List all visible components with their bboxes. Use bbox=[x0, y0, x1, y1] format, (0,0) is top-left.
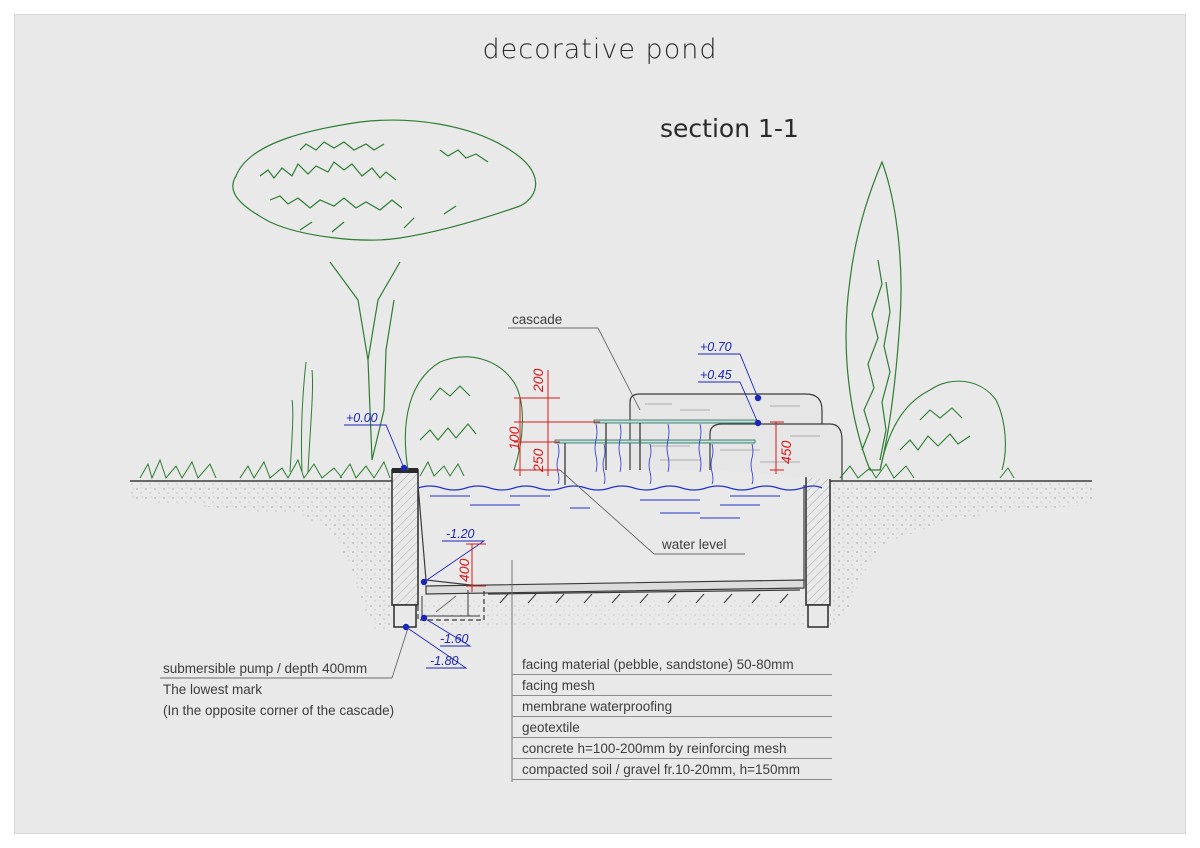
dimension-label: 400 bbox=[456, 558, 472, 582]
left-wall-footing bbox=[393, 604, 417, 628]
level-mark: -1.60 bbox=[440, 632, 469, 646]
cascade-shelf-bottom bbox=[554, 439, 756, 444]
right-wall bbox=[805, 469, 831, 606]
level-mark: +0.45 bbox=[700, 368, 732, 382]
shrub-right bbox=[879, 380, 1006, 471]
level-mark: -1.80 bbox=[430, 654, 459, 668]
dimension-lines bbox=[466, 370, 784, 592]
cypress-tree bbox=[845, 160, 902, 471]
cascade-label: cascade bbox=[512, 312, 563, 327]
dimension-label: 250 bbox=[530, 448, 546, 472]
level-mark: +0.70 bbox=[700, 340, 732, 354]
bottom-hatching bbox=[487, 589, 801, 604]
cascade-shelf-supports bbox=[564, 423, 641, 485]
dimension-label: 100 bbox=[506, 426, 522, 450]
level-mark-dots bbox=[400, 394, 762, 631]
soil-fill bbox=[130, 482, 392, 630]
right-wall-footing bbox=[807, 604, 829, 628]
drawing-frame bbox=[14, 14, 1186, 834]
pump-label: submersible pump / depth 400mm bbox=[163, 661, 368, 676]
left-wall bbox=[391, 469, 419, 606]
water-dashes bbox=[430, 495, 780, 519]
leader-lines bbox=[160, 327, 745, 782]
pond-lining bbox=[417, 484, 805, 588]
shrub-left bbox=[404, 356, 523, 471]
cascade-shelf-top bbox=[593, 419, 757, 424]
reeds bbox=[139, 361, 1015, 480]
level-mark: +0.00 bbox=[346, 411, 378, 425]
legend-item: facing material (pebble, sandstone) 50-8… bbox=[512, 655, 832, 675]
water-surface bbox=[417, 485, 823, 491]
dimension-label: 200 bbox=[530, 368, 546, 392]
water-level-label: water level bbox=[662, 537, 727, 552]
level-mark-lines bbox=[344, 353, 759, 669]
section-title: section 1-1 bbox=[660, 114, 799, 143]
legend-item: compacted soil / gravel fr.10-20mm, h=15… bbox=[512, 760, 832, 780]
dimension-label: 450 bbox=[778, 440, 794, 464]
falling-water bbox=[556, 423, 754, 485]
drawing-title: decorative pond bbox=[482, 34, 718, 65]
legend-item: facing mesh bbox=[512, 676, 832, 696]
lowest-mark-label: The lowest mark bbox=[163, 682, 263, 697]
pine-tree bbox=[232, 119, 537, 461]
level-mark: -1.20 bbox=[446, 527, 475, 541]
legend-item: geotextile bbox=[512, 718, 832, 738]
legend-item: membrane waterproofing bbox=[512, 697, 832, 717]
soil-fill-right bbox=[830, 482, 1092, 628]
lowest-mark-note: (In the opposite corner of the cascade) bbox=[163, 703, 395, 718]
legend-item: concrete h=100-200mm by reinforcing mesh bbox=[512, 739, 832, 759]
pond-bottom-slab bbox=[425, 579, 805, 595]
soil-under-pond bbox=[420, 600, 805, 628]
